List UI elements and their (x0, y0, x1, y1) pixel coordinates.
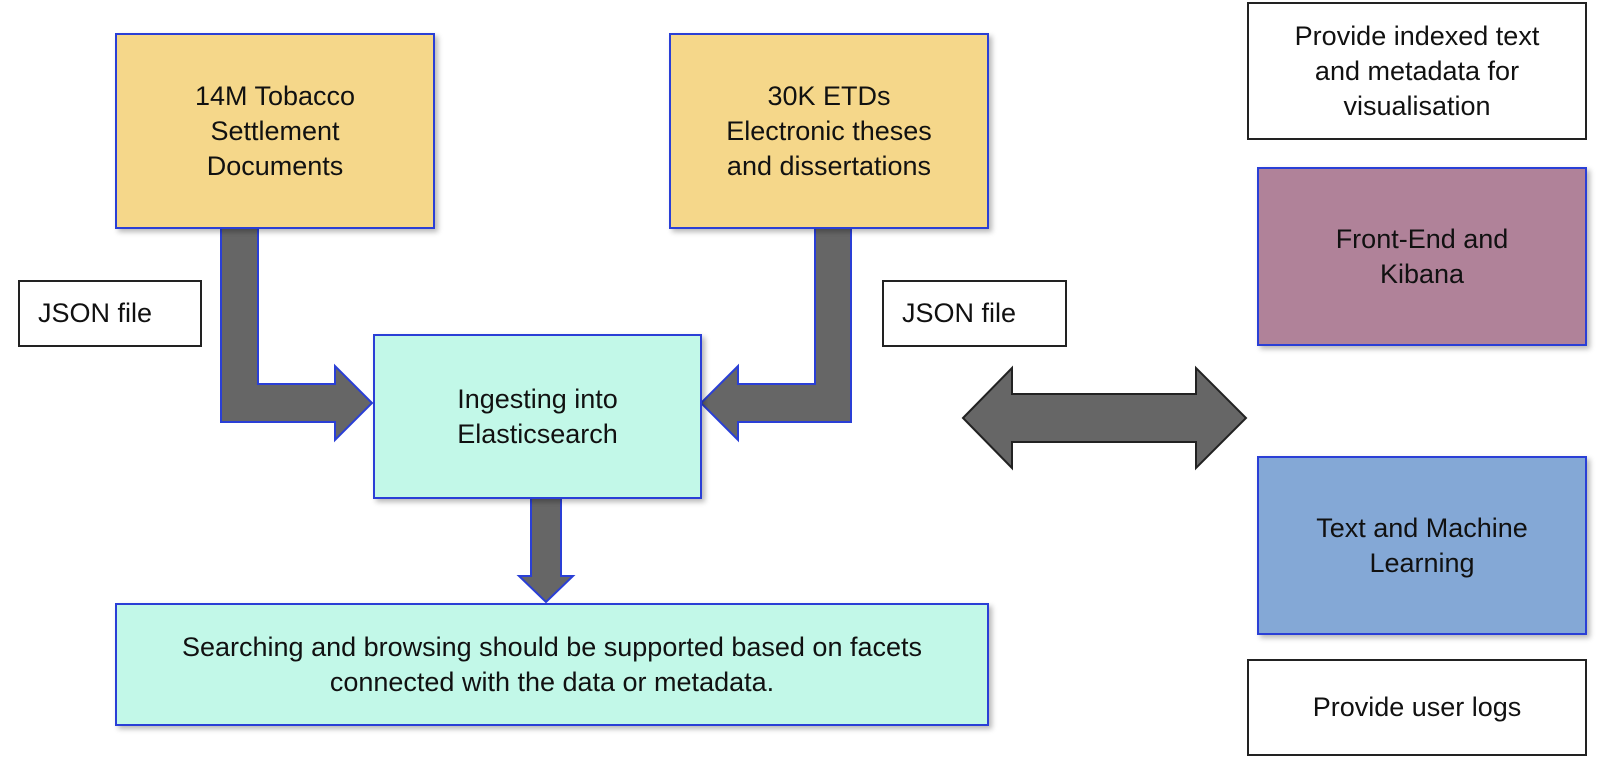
elasticsearch-ingest-box: Ingesting into Elasticsearch (373, 334, 702, 499)
elasticsearch-ingest-text: Ingesting into Elasticsearch (457, 383, 618, 449)
tobacco-documents-box: 14M Tobacco Settlement Documents (115, 33, 435, 229)
text-ml-text: Text and Machine Learning (1316, 512, 1528, 578)
indexed-text-label: Provide indexed text and metadata for vi… (1247, 2, 1587, 140)
bidirectional-arrow (961, 365, 1248, 471)
indexed-text: Provide indexed text and metadata for vi… (1294, 20, 1540, 121)
json-file-left-text: JSON file (38, 298, 153, 328)
etds-box: 30K ETDs Electronic theses and dissertat… (669, 33, 989, 229)
frontend-kibana-box: Front-End and Kibana (1257, 167, 1587, 346)
etds-text: 30K ETDs Electronic theses and dissertat… (726, 80, 932, 181)
text-ml-box: Text and Machine Learning (1257, 456, 1587, 635)
frontend-kibana-text: Front-End and Kibana (1335, 223, 1509, 289)
search-browse-box: Searching and browsing should be support… (115, 603, 989, 726)
tobacco-documents-text: 14M Tobacco Settlement Documents (194, 80, 356, 181)
tobacco-to-ingest-arrow (220, 227, 374, 443)
json-file-right-text: JSON file (902, 298, 1017, 328)
user-logs-text: Provide user logs (1312, 692, 1522, 722)
json-file-label-left: JSON file (18, 280, 202, 347)
user-logs-label: Provide user logs (1247, 659, 1587, 756)
etds-to-ingest-arrow (699, 227, 852, 443)
search-browse-text: Searching and browsing should be support… (181, 631, 922, 697)
ingest-to-search-arrow (516, 497, 576, 604)
json-file-label-right: JSON file (882, 280, 1067, 347)
